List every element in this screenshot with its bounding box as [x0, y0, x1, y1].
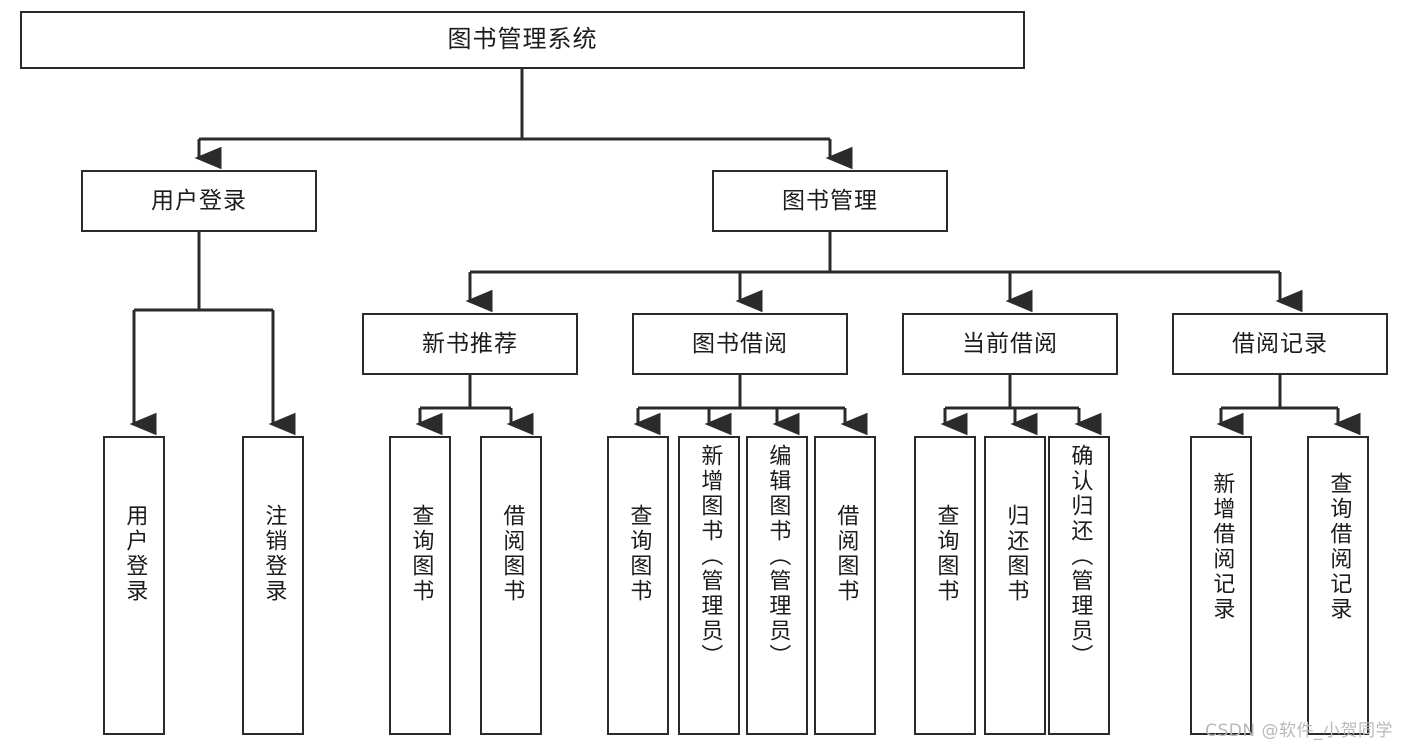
node-leaf-cur-query-book-label: 查询图书 [933, 504, 959, 604]
node-leaf-rec-query-book-label: 查询图书 [408, 504, 434, 604]
node-leaf-borrow-query-book-label: 查询图书 [626, 504, 652, 604]
node-leaf-borrow-add-book[interactable]: 新增图书（管理员） [678, 436, 740, 735]
node-leaf-borrow-add-book-label: 新增图书（管理员） [697, 444, 723, 669]
node-leaf-cur-return-book-label: 归还图书 [1003, 504, 1029, 604]
node-user-login[interactable]: 用户登录 [81, 170, 317, 232]
node-leaf-user-login-label: 用户登录 [122, 504, 148, 604]
node-leaf-rec-query-record[interactable]: 查询借阅记录 [1307, 436, 1369, 735]
node-leaf-borrow-edit-book[interactable]: 编辑图书（管理员） [746, 436, 808, 735]
node-borrow-record-label: 借阅记录 [1232, 330, 1328, 357]
node-root-label: 图书管理系统 [447, 25, 598, 54]
node-book-borrow-label: 图书借阅 [692, 330, 788, 357]
node-leaf-rec-query-book[interactable]: 查询图书 [389, 436, 451, 735]
node-leaf-user-logout-label: 注销登录 [261, 504, 287, 604]
node-current-borrow[interactable]: 当前借阅 [902, 313, 1118, 375]
node-leaf-user-logout[interactable]: 注销登录 [242, 436, 304, 735]
node-leaf-cur-return-book[interactable]: 归还图书 [984, 436, 1046, 735]
node-new-book-rec-label: 新书推荐 [422, 330, 518, 357]
node-new-book-rec[interactable]: 新书推荐 [362, 313, 578, 375]
node-leaf-cur-confirm-return-label: 确认归还（管理员） [1067, 444, 1093, 669]
node-current-borrow-label: 当前借阅 [962, 330, 1058, 357]
node-book-manage[interactable]: 图书管理 [712, 170, 948, 232]
node-leaf-rec-borrow-book[interactable]: 借阅图书 [480, 436, 542, 735]
node-book-manage-label: 图书管理 [782, 187, 878, 214]
node-leaf-rec-add-record-label: 新增借阅记录 [1209, 472, 1235, 622]
node-leaf-rec-query-record-label: 查询借阅记录 [1326, 472, 1352, 622]
node-leaf-borrow-edit-book-label: 编辑图书（管理员） [765, 444, 791, 669]
node-leaf-cur-query-book[interactable]: 查询图书 [914, 436, 976, 735]
node-leaf-borrow-borrow-book[interactable]: 借阅图书 [814, 436, 876, 735]
node-leaf-borrow-borrow-book-label: 借阅图书 [833, 504, 859, 604]
node-borrow-record[interactable]: 借阅记录 [1172, 313, 1388, 375]
node-user-login-label: 用户登录 [151, 187, 247, 214]
node-leaf-cur-confirm-return[interactable]: 确认归还（管理员） [1048, 436, 1110, 735]
node-book-borrow[interactable]: 图书借阅 [632, 313, 848, 375]
node-leaf-user-login[interactable]: 用户登录 [103, 436, 165, 735]
node-leaf-rec-borrow-book-label: 借阅图书 [499, 504, 525, 604]
node-leaf-rec-add-record[interactable]: 新增借阅记录 [1190, 436, 1252, 735]
watermark: CSDN @软件_小贺同学 [1205, 721, 1393, 741]
node-leaf-borrow-query-book[interactable]: 查询图书 [607, 436, 669, 735]
node-root[interactable]: 图书管理系统 [20, 11, 1025, 69]
